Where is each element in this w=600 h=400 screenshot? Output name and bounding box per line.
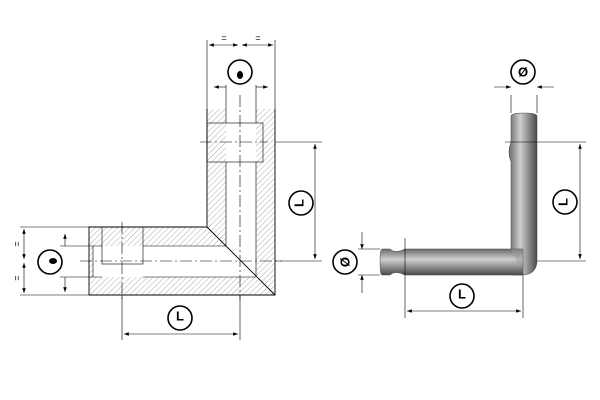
equal-mark-right: = <box>255 33 260 43</box>
pin-length-label: L <box>458 287 466 302</box>
pin-view: Ø L L Ø <box>332 59 586 318</box>
vertical-length-label: L <box>292 199 307 207</box>
side-diameter-bubble <box>332 249 358 275</box>
pin-length-bubble <box>449 283 475 309</box>
equal-mark-lower: = <box>12 275 22 280</box>
side-diameter-label: Ø <box>338 257 353 267</box>
horizontal-bore <box>93 246 256 277</box>
diameter-symbol-icon <box>49 258 57 264</box>
length-label: L <box>176 309 184 324</box>
pin-vertical-length-label: L <box>556 198 571 206</box>
section-view: = = L L = = <box>12 33 322 340</box>
diameter-symbol-icon <box>237 71 243 79</box>
equal-mark-left: = <box>221 33 226 43</box>
top-diameter-bubble <box>510 59 536 85</box>
pin-horizontal-leg <box>379 248 524 276</box>
pin-vertical-length-bubble <box>552 189 578 215</box>
length-bubble <box>167 305 193 331</box>
vertical-length-bubble <box>288 190 314 216</box>
pin-vertical-leg <box>508 112 538 276</box>
equal-mark-upper: = <box>12 241 22 246</box>
top-diameter-label: Ø <box>518 65 528 80</box>
